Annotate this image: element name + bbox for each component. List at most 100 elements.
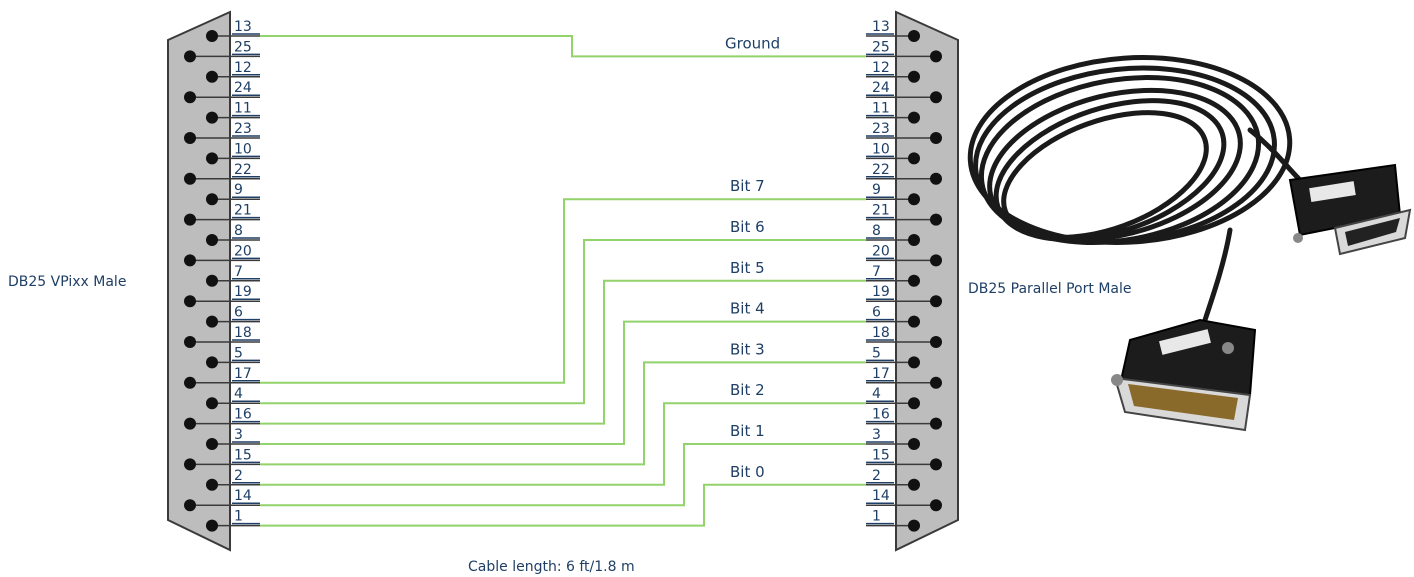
right-pin-20: 20 — [866, 243, 942, 267]
left-pin-6: 6 — [206, 305, 260, 328]
left-pin-13: 13 — [206, 19, 260, 42]
left-connector-shell — [167, 10, 231, 552]
right-connector-shell — [895, 10, 959, 552]
left-pin-5: 5 — [206, 345, 260, 369]
cable-photo — [967, 55, 1412, 432]
right-pin-25: 25 — [866, 39, 942, 63]
right-pin-12: 12 — [866, 60, 920, 83]
upper-db25-plug — [1288, 163, 1412, 256]
right-pin-label: 16 — [872, 407, 890, 423]
wire-bit-1 — [260, 443, 866, 507]
left-pin-21: 21 — [184, 203, 260, 226]
left-pin-label: 20 — [234, 243, 252, 259]
right-pin-16: 16 — [866, 407, 942, 430]
left-pin-20: 20 — [184, 243, 260, 267]
left-pin-18: 18 — [184, 325, 260, 348]
left-pin-label: 14 — [234, 488, 252, 504]
right-pin-label: 7 — [872, 264, 881, 280]
wire-ground — [260, 35, 866, 58]
right-pin-3: 3 — [866, 427, 920, 450]
wire-group — [260, 35, 866, 527]
left-pin-22: 22 — [184, 162, 260, 185]
right-pin-group: 1325122411231022921820719618517416315214… — [866, 19, 942, 532]
right-pin-24: 24 — [866, 80, 942, 104]
right-pin-10: 10 — [866, 141, 920, 165]
left-pin-11: 11 — [206, 101, 260, 124]
wire-bit-6 — [260, 239, 866, 405]
left-pin-label: 22 — [234, 162, 252, 178]
signal-label: Bit 6 — [730, 218, 765, 236]
left-pin-label: 9 — [234, 182, 243, 198]
left-pin-1: 1 — [206, 509, 260, 532]
right-pin-17: 17 — [866, 366, 942, 389]
left-pin-2: 2 — [206, 468, 260, 491]
right-pin-label: 20 — [872, 243, 890, 259]
signal-label: Bit 4 — [730, 300, 765, 318]
right-pin-label: 25 — [872, 39, 890, 55]
left-pin-17: 17 — [184, 366, 260, 389]
right-pin-label: 18 — [872, 325, 890, 341]
right-pin-label: 5 — [872, 345, 881, 361]
right-pin-23: 23 — [866, 121, 942, 144]
right-pin-label: 11 — [872, 101, 890, 117]
left-pin-4: 4 — [206, 386, 260, 410]
left-pin-15: 15 — [184, 447, 260, 471]
left-pin-label: 4 — [234, 386, 243, 402]
left-pin-label: 5 — [234, 345, 243, 361]
wire-bit-0 — [260, 483, 866, 527]
left-pin-label: 17 — [234, 366, 252, 382]
cable-length-caption: Cable length: 6 ft/1.8 m — [468, 559, 635, 575]
right-pin-label: 14 — [872, 488, 890, 504]
left-connector-label: DB25 VPixx Male — [8, 274, 126, 290]
left-pin-label: 13 — [234, 19, 252, 35]
right-pin-label: 9 — [872, 182, 881, 198]
left-pin-7: 7 — [206, 264, 260, 287]
right-pin-label: 12 — [872, 60, 890, 76]
left-pin-14: 14 — [184, 488, 260, 512]
right-pin-label: 8 — [872, 223, 881, 239]
right-pin-label: 15 — [872, 447, 890, 463]
left-pin-label: 16 — [234, 407, 252, 423]
left-pin-16: 16 — [184, 407, 260, 430]
right-pin-label: 2 — [872, 468, 881, 484]
right-pin-label: 19 — [872, 284, 890, 300]
signal-label: Bit 7 — [730, 177, 765, 195]
signal-label: Ground — [725, 34, 780, 52]
left-pin-label: 25 — [234, 39, 252, 55]
left-pin-label: 21 — [234, 203, 252, 219]
left-pin-label: 24 — [234, 80, 252, 96]
left-pin-label: 3 — [234, 427, 243, 443]
left-pin-label: 11 — [234, 101, 252, 117]
right-pin-13: 13 — [866, 19, 920, 42]
right-pin-7: 7 — [866, 264, 920, 287]
right-pin-label: 17 — [872, 366, 890, 382]
right-pin-21: 21 — [866, 203, 942, 226]
right-pin-label: 21 — [872, 203, 890, 219]
right-pin-label: 1 — [872, 509, 881, 525]
left-pin-label: 15 — [234, 447, 252, 463]
right-pin-label: 3 — [872, 427, 881, 443]
left-pin-label: 18 — [234, 325, 252, 341]
left-pin-label: 6 — [234, 305, 243, 321]
right-pin-label: 4 — [872, 386, 881, 402]
right-pin-label: 13 — [872, 19, 890, 35]
left-pin-10: 10 — [206, 141, 260, 165]
right-pin-1: 1 — [866, 509, 920, 532]
left-pin-23: 23 — [184, 121, 260, 144]
wire-bit-3 — [260, 361, 866, 466]
left-pin-19: 19 — [184, 284, 260, 308]
right-pin-11: 11 — [866, 101, 920, 124]
left-pin-25: 25 — [184, 39, 260, 63]
left-pin-group: 1325122411231022921820719618517416315214… — [184, 19, 260, 532]
left-pin-label: 19 — [234, 284, 252, 300]
left-pin-24: 24 — [184, 80, 260, 104]
right-pin-9: 9 — [866, 182, 920, 206]
wire-bit-4 — [260, 320, 866, 445]
left-pin-label: 7 — [234, 264, 243, 280]
right-pin-19: 19 — [866, 284, 942, 308]
signal-label: Bit 1 — [730, 422, 765, 440]
left-pin-label: 2 — [234, 468, 243, 484]
signal-label: Bit 2 — [730, 381, 765, 399]
